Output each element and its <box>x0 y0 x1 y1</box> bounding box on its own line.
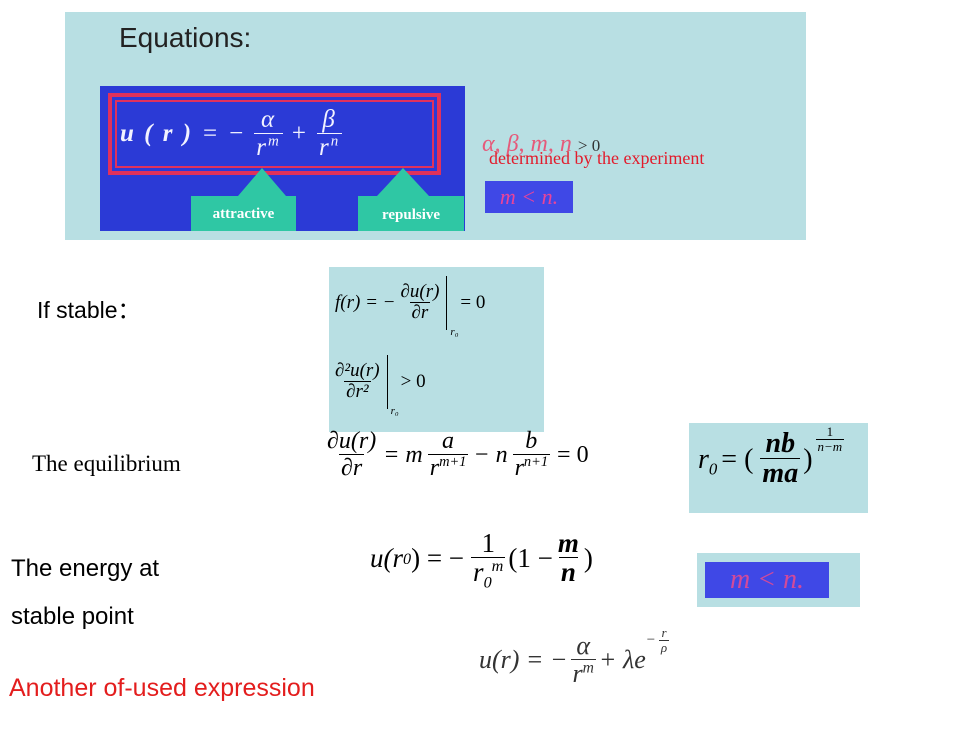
exponent-denominator: n−m <box>815 438 845 454</box>
stability-conditions-panel <box>329 267 544 432</box>
equations-heading: Equations: <box>119 22 252 53</box>
evaluation-point: r₀ <box>390 405 399 417</box>
energy-lhs: u(r <box>370 543 403 574</box>
equals-m: = m <box>383 441 423 468</box>
m-superscript: m <box>582 659 594 677</box>
evaluation-bar: r₀ <box>386 355 399 417</box>
r-subscript: 0 <box>483 573 492 592</box>
r0-solution-panel <box>689 423 868 513</box>
repulsive-term: β rn <box>316 105 343 162</box>
r-symbol: r <box>572 659 583 689</box>
condition-rhs: = 0 <box>460 292 486 313</box>
equilibrium-equation: ∂u(r) ∂r = m a rm+1 − n b rn+1 = 0 <box>322 428 589 482</box>
ma-symbol: ma <box>760 458 801 490</box>
m-less-than-n-text: m < n. <box>705 562 829 598</box>
equals-zero: = 0 <box>557 441 589 468</box>
m-less-than-n-badge-top: m < n. <box>485 181 573 213</box>
alternative-expression: u(r) = − α rm + λe − r ρ <box>479 626 672 689</box>
plus-lambda-e: + λe <box>598 645 646 675</box>
parameters: α, β, m, n <box>482 131 572 157</box>
alpha-symbol: α <box>260 105 277 133</box>
r0-solution: r0 = ( nb ma ) 1 n−m <box>698 425 847 490</box>
m-symbol: m <box>557 528 579 558</box>
exponent-rho: ρ <box>658 639 670 655</box>
r-symbol: r <box>318 133 331 161</box>
m-exponent: m <box>268 133 281 150</box>
alternative-expression-label: Another of-used expression <box>9 674 315 702</box>
parameters-condition: > 0 <box>577 136 601 155</box>
equation-lhs: u ( r ) <box>120 120 194 147</box>
repulsive-pointer <box>377 168 429 196</box>
energy-label-line2: stable point <box>11 603 134 630</box>
close-paren: ) <box>803 443 813 475</box>
derivative-numerator: ∂u(r) <box>400 281 440 303</box>
equation-frame-inner <box>115 100 434 168</box>
equation-minus: − <box>229 120 246 147</box>
first-derivative-condition: f(r) = − ∂u(r) ∂r r₀ = 0 <box>335 276 486 338</box>
r-symbol: r <box>473 557 484 588</box>
exponent-r: r <box>661 624 667 640</box>
parameters-line: α, β, m, n > 0 <box>482 131 600 158</box>
equation-equals: = <box>203 120 220 147</box>
condition-rhs: > 0 <box>400 371 426 392</box>
r0-subscript: 0 <box>708 459 718 479</box>
minus-n: − n <box>473 441 508 468</box>
repulsive-tag: repulsive <box>358 196 464 231</box>
n-exponent: n <box>330 133 341 150</box>
if-stable-label: If stable： <box>37 297 141 323</box>
second-derivative-numerator: ∂²u(r) <box>335 360 380 382</box>
experiment-note: determined by the experiment <box>489 148 705 168</box>
alt-lhs: u(r) = − <box>479 645 568 675</box>
b-symbol: b <box>525 428 538 454</box>
exponent-numerator: 1 <box>826 424 834 440</box>
lhs-numerator: ∂u(r) <box>327 428 377 454</box>
r0-symbol: r <box>698 443 709 475</box>
force-lhs: f(r) = − <box>335 292 396 313</box>
r-superscript: m <box>491 557 504 576</box>
equals-open-paren: = ( <box>721 443 754 475</box>
evaluation-bar: r₀ <box>446 276 459 338</box>
attractive-tag: attractive <box>191 196 296 231</box>
n-plus-1-exponent: n+1 <box>523 454 549 471</box>
energy-lhs-close: ) = − <box>411 543 465 574</box>
r0-exponent: 1 n−m <box>815 424 845 454</box>
alpha-symbol: α <box>576 631 591 660</box>
r-symbol: r <box>429 455 440 482</box>
paren-open: (1 − <box>508 543 553 574</box>
paren-close: ) <box>583 543 593 574</box>
second-derivative-condition: ∂²u(r) ∂r² r₀ > 0 <box>330 355 426 417</box>
exponential-exponent: − r ρ <box>646 626 672 655</box>
potential-equation: u ( r ) = − α rm + β rn <box>120 104 345 164</box>
attractive-term: α rm <box>254 105 283 162</box>
lhs-denominator: ∂r <box>338 454 365 482</box>
a-symbol: a <box>442 428 455 454</box>
equation-plus: + <box>291 120 308 147</box>
second-derivative-denominator: ∂r² <box>344 381 371 403</box>
nb-symbol: nb <box>765 428 796 459</box>
attractive-pointer <box>238 168 286 196</box>
r-symbol: r <box>256 133 268 161</box>
m-less-than-n-badge-bottom: m < n. <box>697 553 860 607</box>
m-plus-1-exponent: m+1 <box>439 454 467 471</box>
derivative-denominator: ∂r <box>409 302 431 324</box>
equilibrium-label: The equilibrium <box>32 451 181 476</box>
one-numerator: 1 <box>481 528 495 558</box>
evaluation-point: r₀ <box>450 326 459 338</box>
exponent-minus: − <box>645 631 656 648</box>
r-symbol: r <box>514 455 524 482</box>
n-symbol: n <box>558 557 578 588</box>
beta-symbol: β <box>322 105 337 133</box>
energy-label-line1: The energy at <box>11 555 160 582</box>
